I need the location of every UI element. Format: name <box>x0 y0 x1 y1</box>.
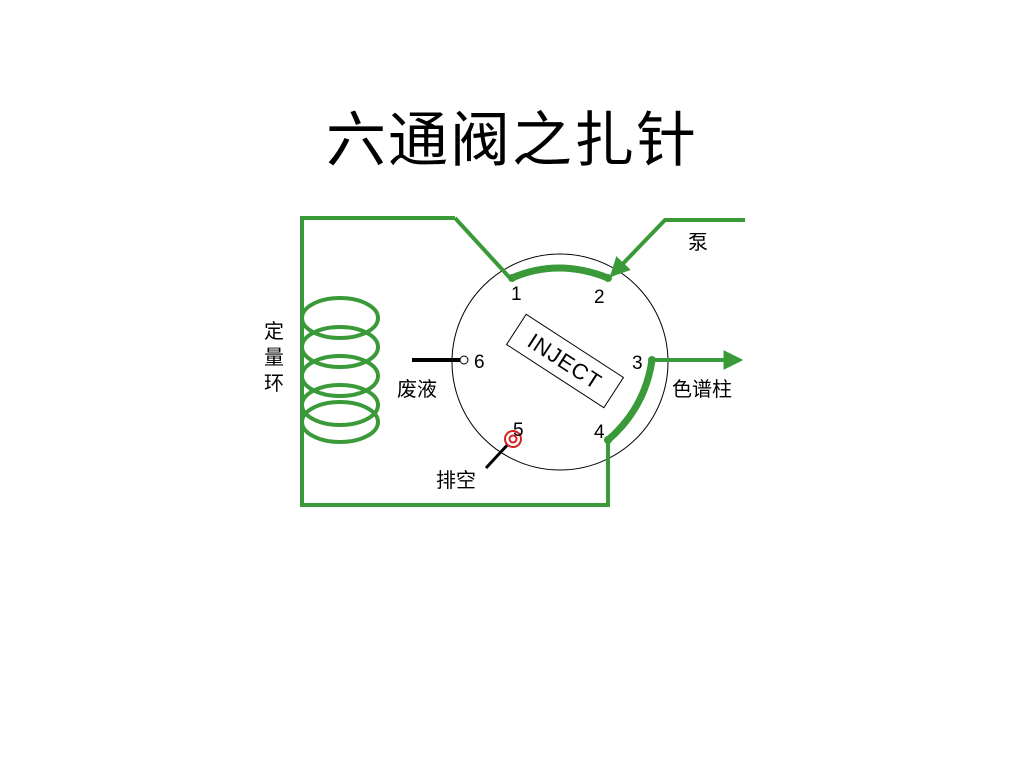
port-4-dot <box>604 436 612 444</box>
port-5-label: 5 <box>513 420 524 441</box>
loop-label-2: 量 <box>264 345 284 369</box>
tubing-to-port-1 <box>453 216 512 280</box>
inject-rotor: INJECT <box>505 313 625 409</box>
port-3-label: 3 <box>632 353 643 374</box>
loop-label-3: 环 <box>264 371 284 395</box>
port-2-dot <box>604 274 612 282</box>
waste-label: 废液 <box>397 377 437 401</box>
port-6-hole <box>459 355 469 365</box>
vent-label: 排空 <box>436 468 476 492</box>
pump-label: 泵 <box>688 230 708 254</box>
port-1-dot <box>508 274 516 282</box>
slide-title: 六通阀之扎针 <box>326 106 698 176</box>
loop-label-1: 定 <box>264 319 284 343</box>
channel-1-2 <box>510 264 610 282</box>
port-3-dot <box>648 356 656 364</box>
port-4-label: 4 <box>594 422 605 443</box>
column-label: 色谱柱 <box>672 377 732 401</box>
port-2-label: 2 <box>594 287 605 308</box>
channel-3-4 <box>605 359 656 443</box>
port-6-label: 6 <box>474 352 485 373</box>
needle-target-icon <box>504 430 522 448</box>
port-1-label: 1 <box>511 284 522 305</box>
loop-tubing <box>300 216 610 507</box>
pump-line <box>609 218 745 278</box>
sample-loop-coil <box>300 296 380 444</box>
